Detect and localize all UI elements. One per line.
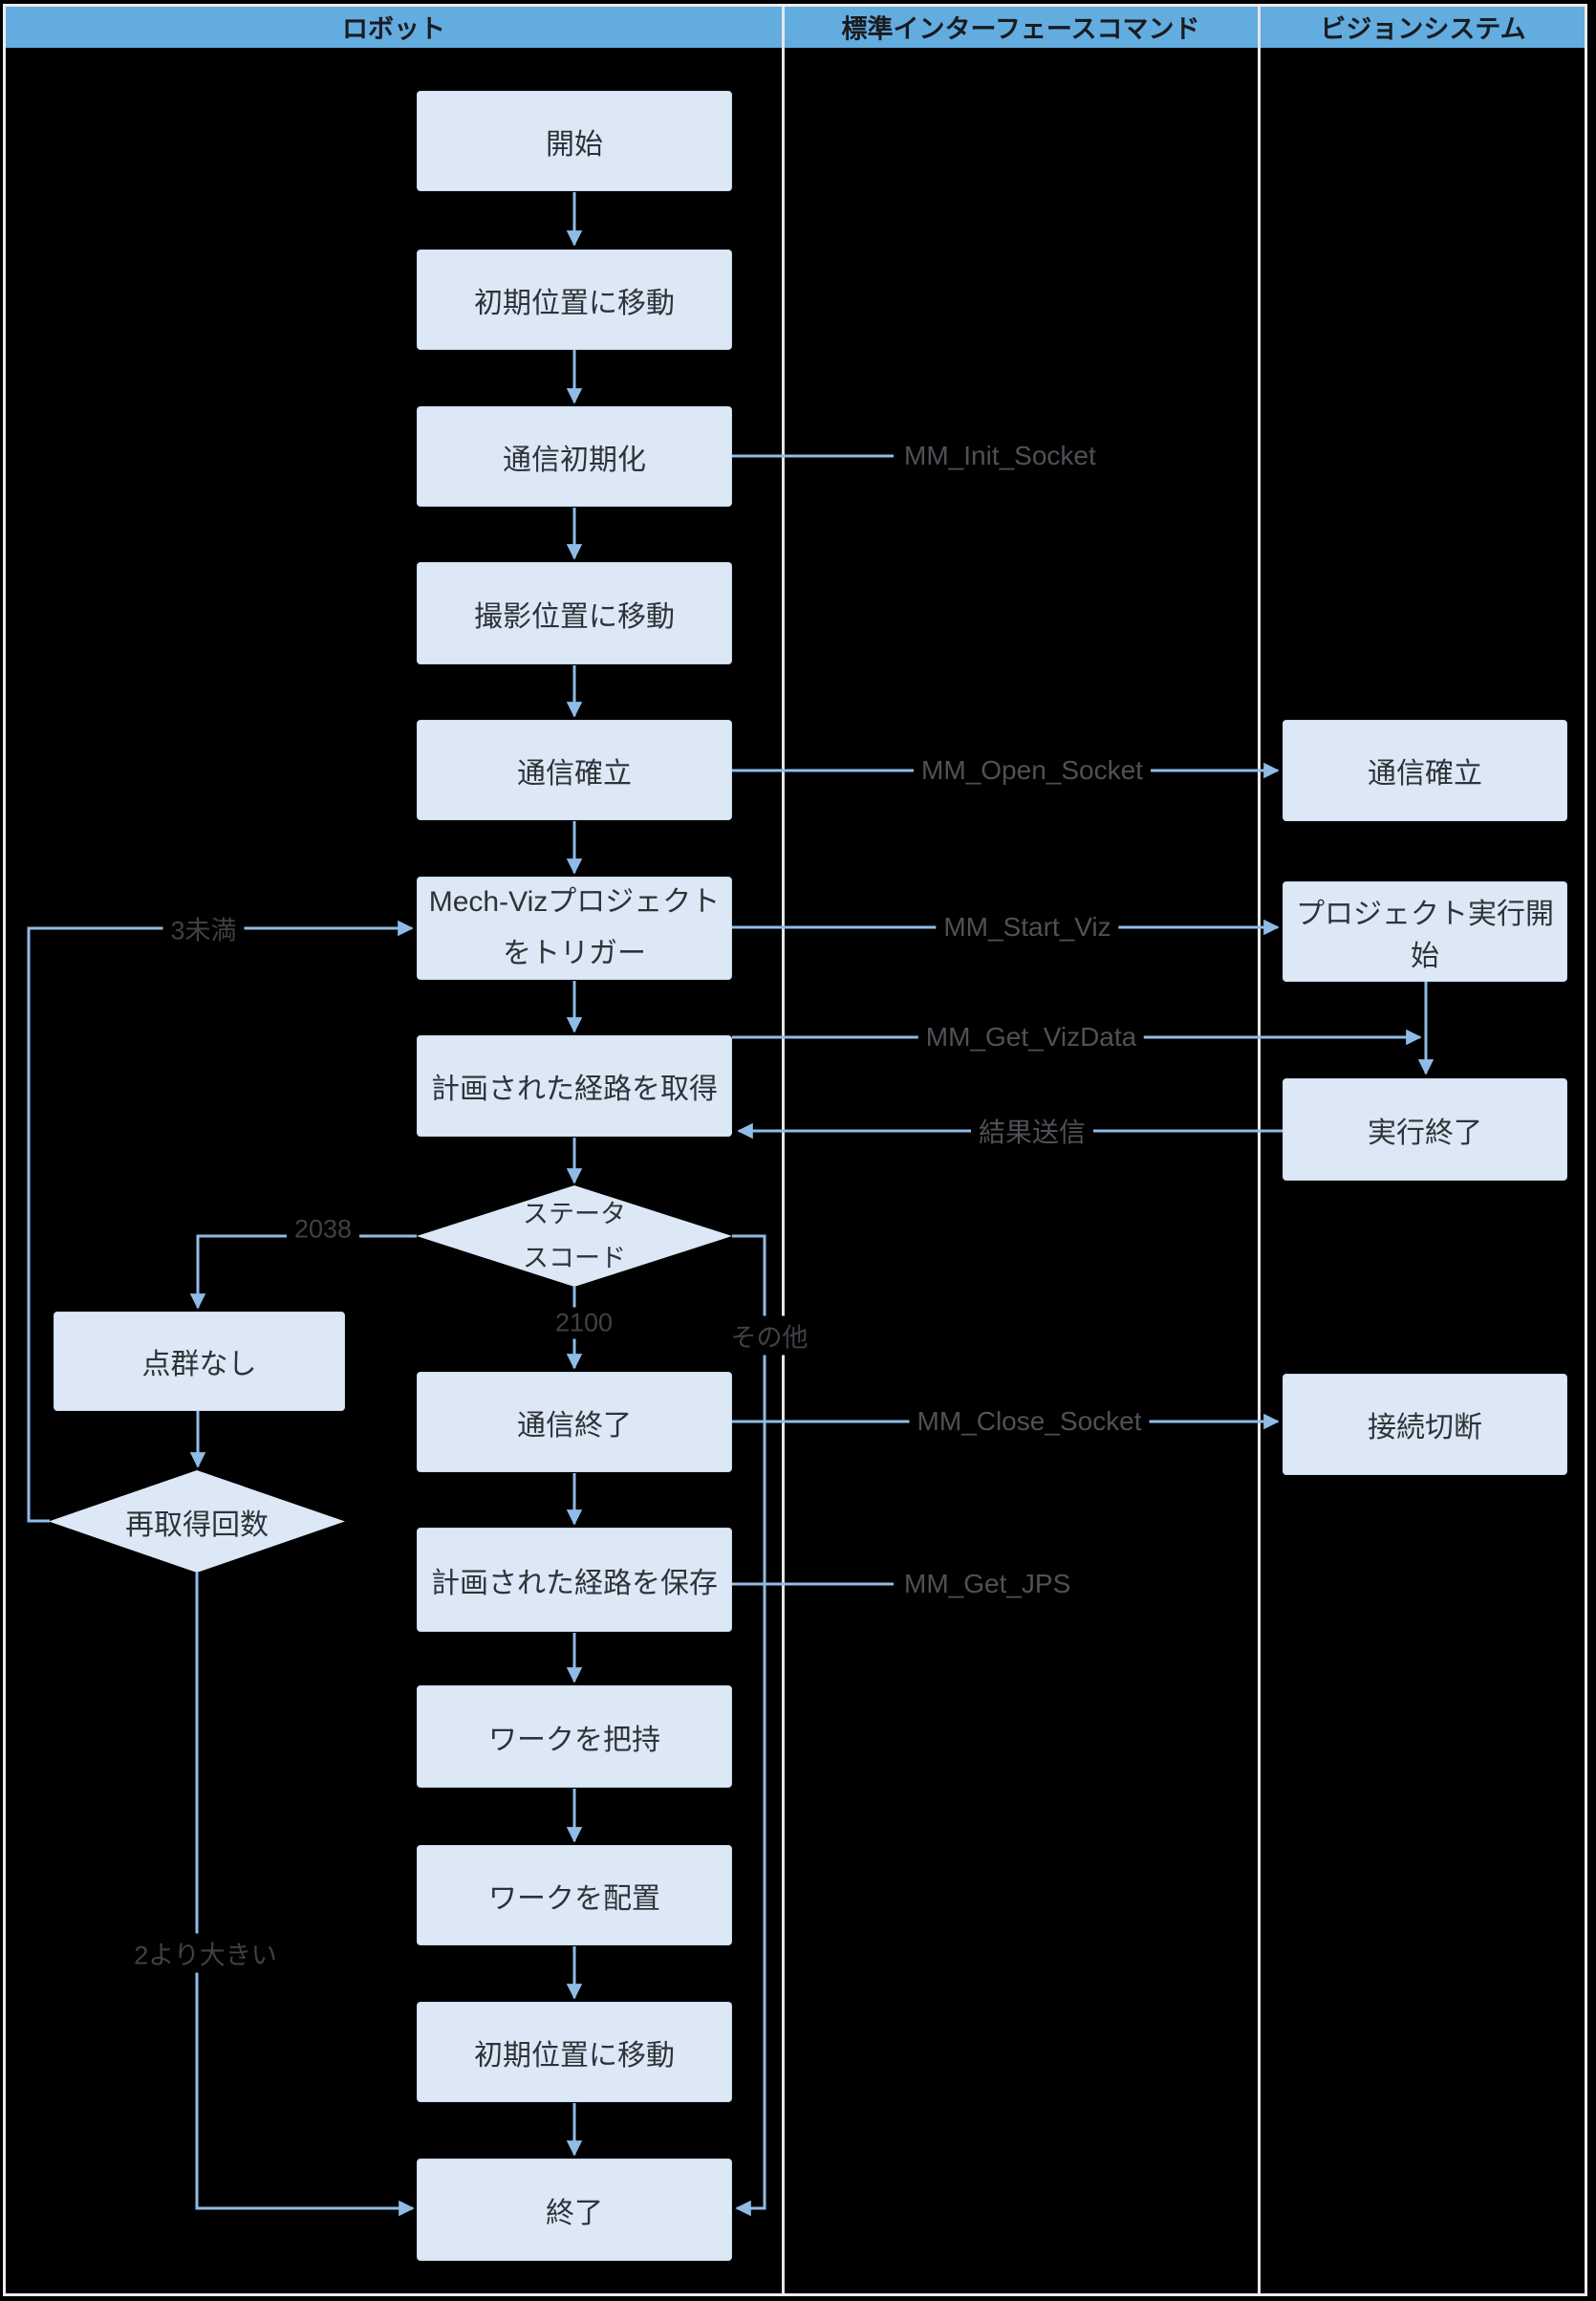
label-mm-close-socket: MM_Close_Socket [909,1405,1150,1438]
edge-retry-greater2-to-end [195,1573,415,2217]
lane-divider-1 [782,7,785,2293]
label-greater-than-2: 2より大きい [126,1933,285,1973]
node-status-code-line2: スコード [523,1244,626,1272]
label-2038: 2038 [286,1213,360,1246]
label-mm-init-socket: MM_Init_Socket [896,440,1104,472]
lane-divider-2 [1258,7,1261,2293]
node-trigger-viz-line1: Mech-Vizプロジェクト [428,886,721,918]
label-2100: 2100 [547,1307,621,1339]
edge-status-2038-to-no-point-cloud [189,1234,417,1310]
node-project-start: プロジェクト実行開始 [1283,881,1567,982]
node-move-initial-1: 初期位置に移動 [417,250,732,350]
node-comm-establish-robot: 通信確立 [417,720,732,820]
node-end: 終了 [417,2159,732,2261]
diagram-frame [3,4,1587,2296]
label-mm-get-jps: MM_Get_JPS [896,1568,1079,1600]
node-move-initial-2: 初期位置に移動 [417,2002,732,2102]
node-disconnect: 接続切断 [1283,1374,1567,1475]
header-bar [6,7,1587,48]
label-send-result: 結果送信 [970,1111,1094,1151]
node-start: 開始 [417,91,732,191]
lane-header-robot: ロボット [342,14,445,44]
node-comm-establish-vision: 通信確立 [1283,720,1567,821]
node-place-work: ワークを配置 [417,1845,732,1945]
node-get-path: 計画された経路を取得 [417,1035,732,1137]
node-trigger-viz: Mech-Vizプロジェクト をトリガー [417,877,732,980]
node-comm-end: 通信終了 [417,1372,732,1472]
lane-header-interface-commands: 標準インターフェースコマンド [841,14,1200,44]
node-trigger-viz-line2: をトリガー [503,938,646,969]
label-other: その他 [723,1315,816,1356]
node-no-point-cloud: 点群なし [54,1312,345,1411]
lane-header-vision-system: ビジョンシステム [1320,14,1526,44]
node-status-code-line1: ステータ [523,1200,626,1228]
label-mm-open-socket: MM_Open_Socket [914,754,1151,787]
node-move-capture: 撮影位置に移動 [417,562,732,664]
node-comm-init: 通信初期化 [417,406,732,507]
label-mm-start-viz: MM_Start_Viz [936,911,1119,944]
label-less-than-3: 3未満 [162,908,245,948]
label-mm-get-vizdata: MM_Get_VizData [917,1021,1145,1053]
edge-status-other-to-end [732,1234,766,2217]
node-execution-end: 実行終了 [1283,1078,1567,1181]
node-grasp-work: ワークを把持 [417,1685,732,1788]
node-save-path: 計画された経路を保存 [417,1528,732,1632]
